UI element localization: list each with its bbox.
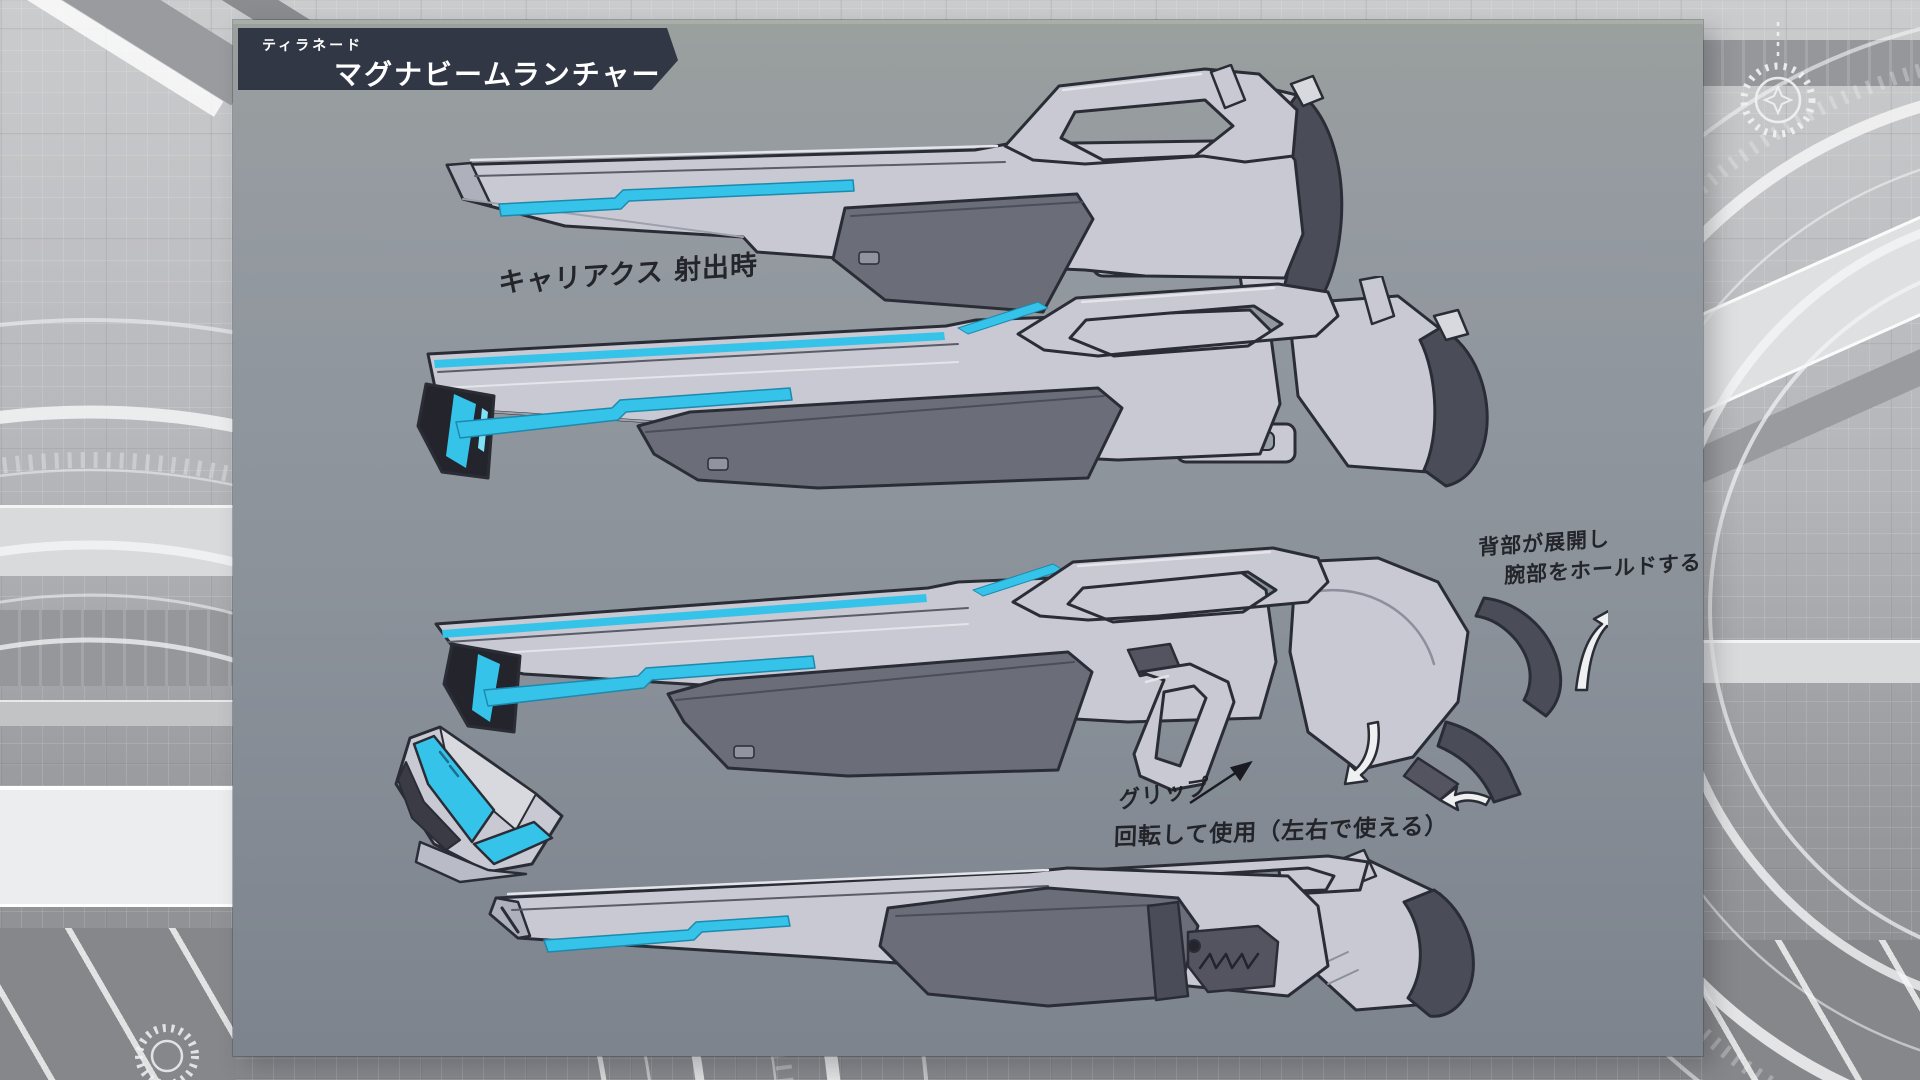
left-band-hatched	[0, 928, 236, 1080]
weapon-view-deployed-drawing	[434, 546, 1608, 812]
grip-pointer-arrow-icon	[1189, 760, 1253, 805]
rotation-arrow-up-icon	[1574, 609, 1608, 692]
left-band-bright	[0, 786, 236, 907]
weapon-view-underside-drawing	[488, 848, 1475, 1018]
right-band-light2	[1703, 640, 1920, 683]
right-band-mid	[1682, 292, 1920, 486]
corner-slash-band	[0, 0, 259, 106]
compass-reticle-icon	[1740, 22, 1816, 138]
page-title: マグナビームランチャー	[334, 58, 662, 91]
series-label: ティラネード	[262, 38, 364, 54]
left-band-textured	[0, 610, 233, 686]
annotation-back-deploy: 背部が展開し 腕部をホールドする	[1478, 516, 1701, 592]
weapon-view-firing-drawing	[416, 276, 1489, 490]
right-band-textured	[1703, 40, 1920, 86]
corner-slash-highlight	[0, 0, 224, 117]
rotation-arrow-down-icon	[1343, 720, 1380, 786]
tick-ring-icon	[135, 1024, 199, 1080]
weapon-view-stowed-drawing	[445, 64, 1344, 320]
artboard: ティラネード マグナビームランチャー キャリアクス 射出時	[233, 20, 1703, 1056]
left-band-thin	[0, 700, 233, 726]
left-band-light	[0, 505, 233, 576]
right-band-hatched	[1703, 940, 1920, 1080]
